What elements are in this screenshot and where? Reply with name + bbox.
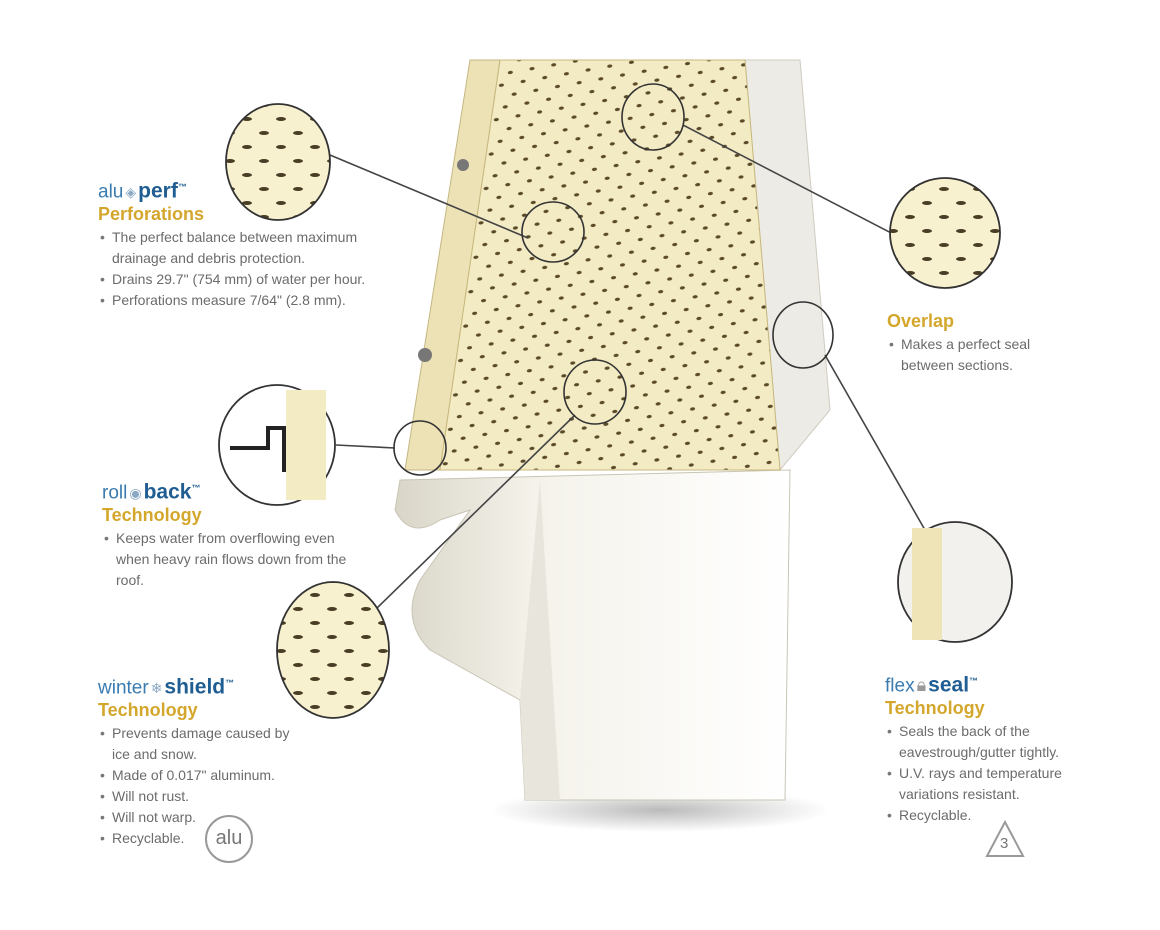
recycle-label: alu (215, 827, 243, 849)
rollback-section: roll◉back™ Technology Keeps water from o… (102, 477, 362, 591)
aluperf-bullets: The perfect balance between maximum drai… (98, 227, 398, 311)
overlap-detail-circle (889, 177, 1001, 289)
aluperf-detail-circle (225, 103, 331, 221)
flexseal-section: flex🔒︎seal™ Technology Seals the back of… (885, 670, 1085, 827)
screw-icon (418, 348, 432, 362)
bullet: Perforations measure 7/64" (2.8 mm). (98, 290, 398, 311)
bullet: Prevents damage caused by ice and snow. (98, 723, 292, 765)
gutter-body (394, 469, 791, 801)
brand-light: alu (98, 181, 124, 203)
overlap-subtitle: Overlap (887, 311, 955, 331)
aluperf-subtitle: Perforations (98, 204, 205, 225)
snowflake-icon: ❄ (150, 680, 163, 697)
callout-rings (393, 83, 834, 476)
tm: ™ (177, 182, 187, 192)
flexseal-detail-circle (897, 521, 1013, 643)
alu-recycle-icon: alu (205, 815, 253, 863)
lock-icon: 🔒︎ (916, 675, 927, 696)
bullet: Keeps water from overflowing even when h… (102, 528, 362, 591)
bullet: Drains 29.7" (754 mm) of water per hour. (98, 269, 372, 290)
aluperf-logo: alu◈perf™ (98, 176, 398, 203)
bullet: U.V. rays and temperature variations res… (885, 763, 1085, 805)
brand-bold: shield (164, 675, 226, 699)
brand-light: winter (98, 677, 149, 699)
wintershield-logo: winter❄shield™ (98, 672, 308, 699)
tm: ™ (225, 678, 235, 688)
wintershield-section: winter❄shield™ Technology Prevents damag… (98, 672, 308, 850)
flexseal-logo: flex🔒︎seal™ (885, 670, 1085, 697)
bullet: Makes a perfect seal between sections. (887, 334, 1067, 376)
bullet: Recyclable. (98, 828, 308, 849)
leader-lines (329, 124, 926, 611)
brand-bold: back (143, 480, 192, 504)
bullet: Will not rust. (98, 786, 308, 807)
roll-icon: ◉ (129, 485, 142, 502)
diamond-icon: ◈ (125, 184, 137, 201)
bullet: Seals the back of the eavestrough/gutter… (885, 721, 1085, 763)
aluperf-section: alu◈perf™ Perforations The perfect balan… (98, 176, 398, 312)
rollback-subtitle: Technology (102, 505, 202, 526)
rollback-detail-circle (218, 384, 336, 506)
recycle-triangle (985, 819, 1025, 857)
bullet: Will not warp. (98, 807, 308, 828)
wintershield-subtitle: Technology (98, 700, 198, 721)
rollback-logo: roll◉back™ (102, 477, 362, 504)
brand-light: flex (885, 675, 915, 697)
overlap-section: Overlap Makes a perfect seal between sec… (887, 310, 1067, 376)
bullet: Made of 0.017" aluminum. (98, 765, 308, 786)
perforated-guard (439, 59, 781, 471)
brand-light: roll (102, 482, 128, 504)
screw-icon (457, 159, 469, 171)
recycle-3-icon: 3 (983, 818, 1027, 862)
tm: ™ (191, 483, 201, 493)
bullet: Recyclable. (885, 805, 1085, 826)
bullet: The perfect balance between maximum drai… (98, 227, 398, 269)
brand-bold: perf (138, 179, 178, 203)
recycle-label: 3 (1000, 835, 1009, 852)
brand-bold: seal (928, 673, 970, 697)
gutter-inner (520, 480, 560, 800)
flexseal-subtitle: Technology (885, 698, 985, 719)
tm: ™ (969, 676, 979, 686)
